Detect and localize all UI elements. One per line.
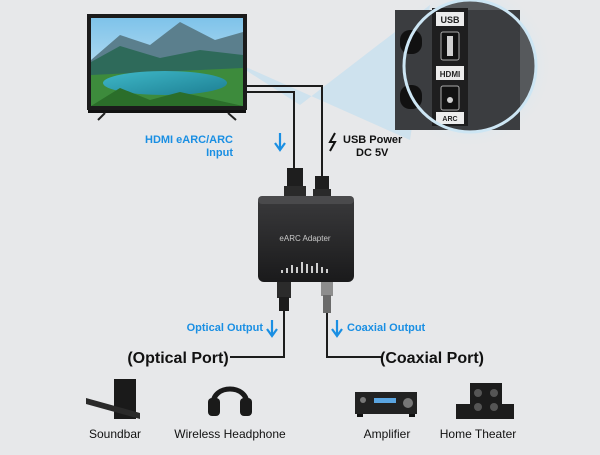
home-theater-label: Home Theater — [440, 427, 516, 441]
earc-adapter: eARC Adapter — [258, 196, 354, 282]
coaxial-plug — [321, 282, 333, 313]
headphone-icon — [208, 386, 252, 416]
soundbar-icon — [86, 379, 140, 419]
tv-panel-zoom: USB HDMI ARC — [390, 0, 550, 146]
optical-output-label: Optical Output — [187, 322, 264, 334]
soundbar-label: Soundbar — [89, 427, 141, 441]
amplifier-icon — [355, 392, 417, 417]
headphone-label: Wireless Headphone — [174, 427, 286, 441]
hdmi-input-label: HDMI eARC/ARC — [145, 134, 233, 146]
hdmi-plug — [284, 168, 306, 198]
arc-port-label: ARC — [442, 116, 457, 123]
usb-plug — [313, 176, 331, 198]
usb-power-label-2: DC 5V — [356, 147, 389, 159]
optical-cable — [230, 311, 285, 358]
zoom-beam — [230, 5, 430, 140]
home-theater-icon — [456, 383, 514, 419]
down-arrow-icon — [274, 133, 286, 152]
lightning-icon — [328, 132, 337, 152]
hdmi-input-label-2: Input — [206, 147, 233, 159]
usb-power-label: USB Power — [343, 134, 403, 146]
optical-port-heading: (Optical Port) — [127, 350, 228, 367]
coaxial-port-heading: (Coaxial Port) — [380, 350, 484, 367]
hdmi-port-label: HDMI — [440, 70, 460, 79]
coaxial-output-label: Coaxial Output — [347, 322, 426, 334]
down-arrow-icon — [266, 320, 278, 338]
television — [87, 14, 247, 121]
hdmi-cable — [247, 91, 295, 170]
coaxial-cable — [326, 313, 383, 358]
usb-port-label: USB — [440, 15, 460, 25]
usb-cable — [247, 85, 323, 178]
amplifier-label: Amplifier — [364, 427, 411, 441]
optical-plug — [277, 282, 291, 311]
adapter-label: eARC Adapter — [279, 234, 330, 243]
down-arrow-icon — [331, 320, 343, 338]
